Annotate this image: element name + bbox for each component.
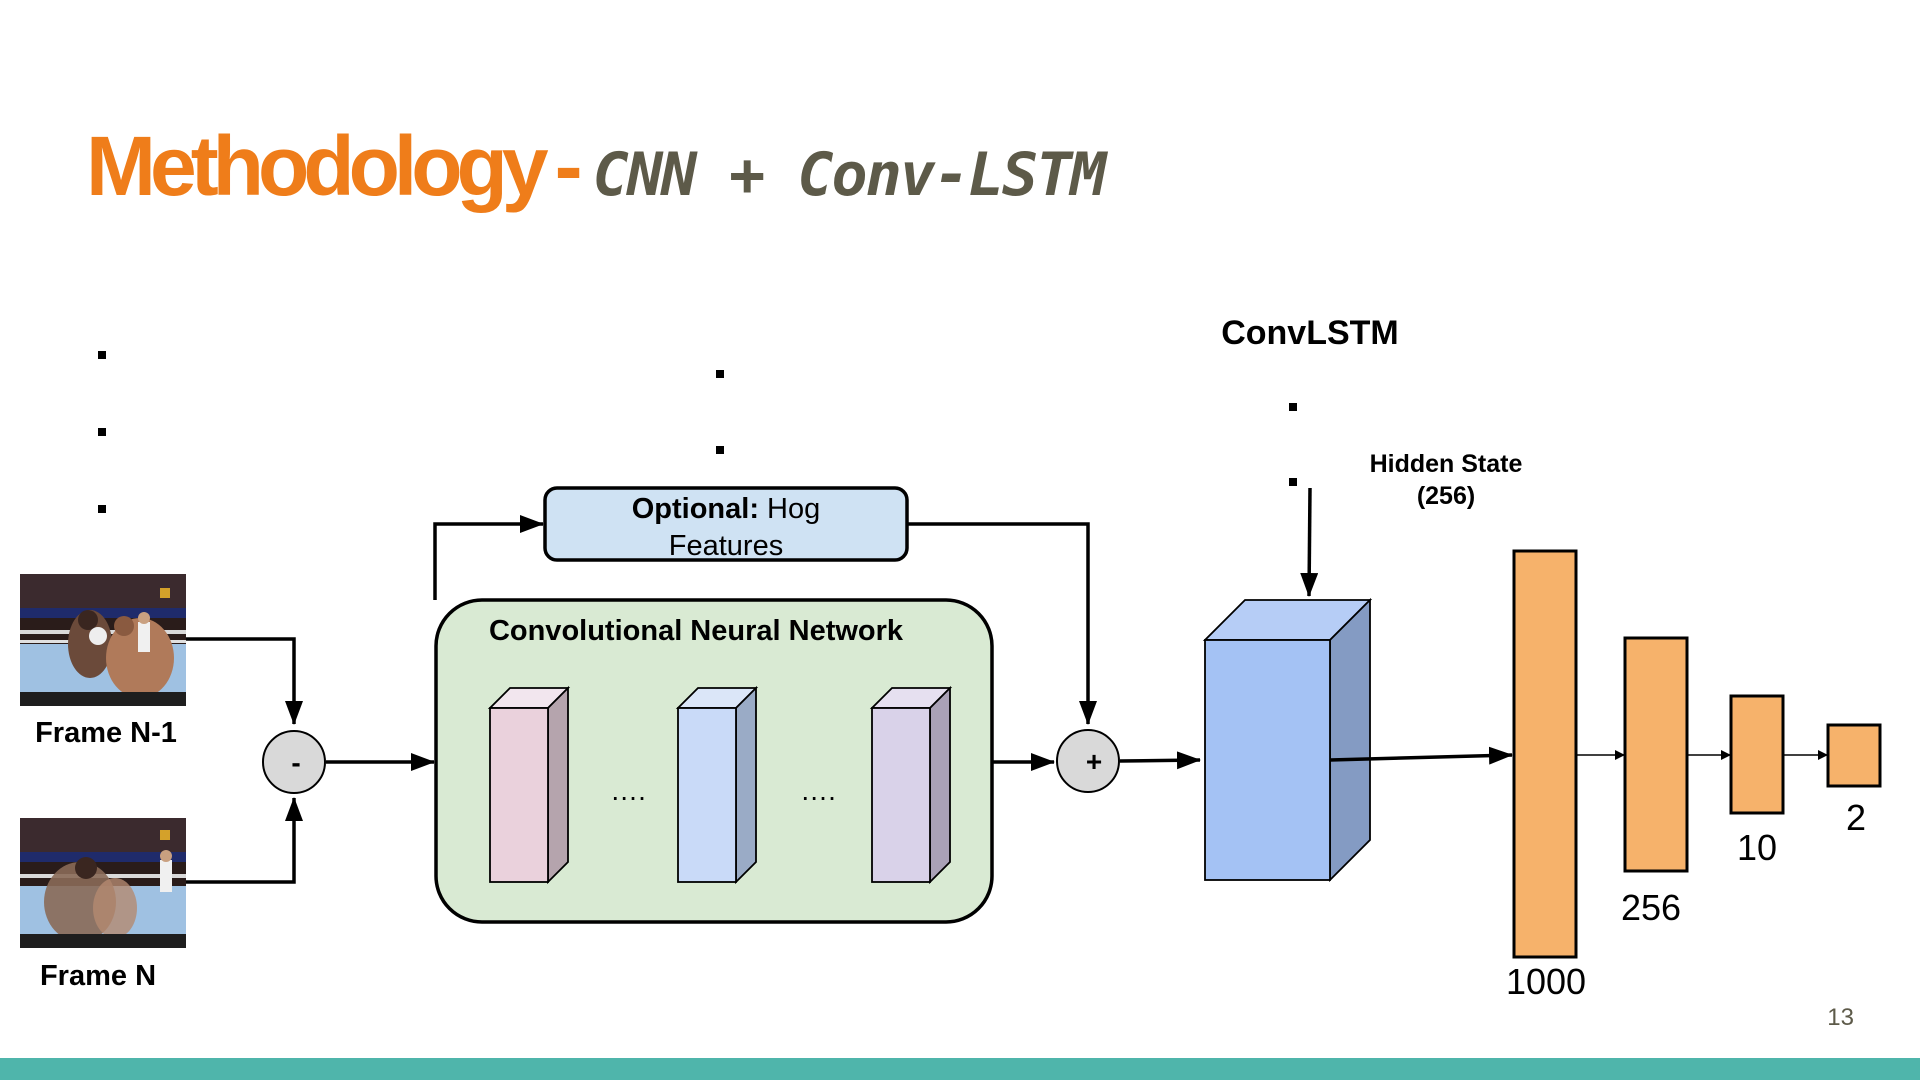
ellipsis-dots-left xyxy=(98,351,106,513)
convlstm-block xyxy=(1202,597,1373,883)
cnn-layer-blue xyxy=(675,685,759,885)
hog-line2: Features xyxy=(669,530,783,562)
hidden-state-size: (256) xyxy=(1417,482,1475,510)
dense-label-256: 256 xyxy=(1621,887,1681,928)
add-symbol: + xyxy=(1086,746,1102,777)
frame-n-minus-1-label: Frame N-1 xyxy=(35,717,177,749)
dense-layer-1000 xyxy=(1512,549,1578,959)
arrow-to-hog xyxy=(433,515,544,600)
arrow-add-to-convlstm xyxy=(1119,751,1201,770)
dense-layer-10 xyxy=(1729,694,1785,815)
cnn-layer-purple xyxy=(869,685,953,885)
subtract-operator xyxy=(262,730,326,794)
hog-optional-label: Optional: xyxy=(632,493,759,525)
ellipsis-dots-convlstm xyxy=(1289,403,1297,486)
slide-title: Methodology-CNN + Conv-LSTM xyxy=(86,118,1107,215)
dense-label-2: 2 xyxy=(1846,797,1866,838)
ellipsis-dots-middle xyxy=(716,370,724,454)
subtract-symbol: - xyxy=(291,747,300,778)
hidden-state-label: Hidden State xyxy=(1370,450,1523,478)
dense-layer-2 xyxy=(1826,723,1882,788)
cnn-label: Convolutional Neural Network xyxy=(489,615,904,647)
add-operator xyxy=(1056,729,1120,793)
title-subtitle: CNN + Conv-LSTM xyxy=(592,140,1107,210)
frame-n-image xyxy=(20,818,186,948)
slide-number: 13 xyxy=(1827,1004,1854,1031)
cnn-ellipsis-2: …. xyxy=(800,775,836,806)
arrow-hidden-state xyxy=(1300,487,1319,597)
arrow-frame-prev-to-subtract xyxy=(186,637,303,725)
cnn-ellipsis-1: …. xyxy=(610,775,646,806)
dense-label-10: 10 xyxy=(1737,827,1777,868)
footer-bar xyxy=(0,1058,1920,1080)
arrow-hog-to-add xyxy=(907,522,1097,725)
dense-layer-256 xyxy=(1623,636,1689,873)
title-dash: - xyxy=(554,119,583,213)
arrow-convlstm-to-dense xyxy=(1329,746,1513,765)
dense-label-1000: 1000 xyxy=(1506,961,1586,1002)
frame-n-minus-1-image xyxy=(20,574,186,706)
hog-label-rest: Hog xyxy=(759,493,820,525)
arrow-frame-curr-to-subtract xyxy=(186,797,303,884)
hog-line1: Optional: Hog xyxy=(632,493,821,525)
title-main: Methodology xyxy=(86,119,549,213)
convlstm-label: ConvLSTM xyxy=(1221,314,1399,352)
frame-n-label: Frame N xyxy=(40,960,156,992)
cnn-layer-pink xyxy=(487,685,571,885)
